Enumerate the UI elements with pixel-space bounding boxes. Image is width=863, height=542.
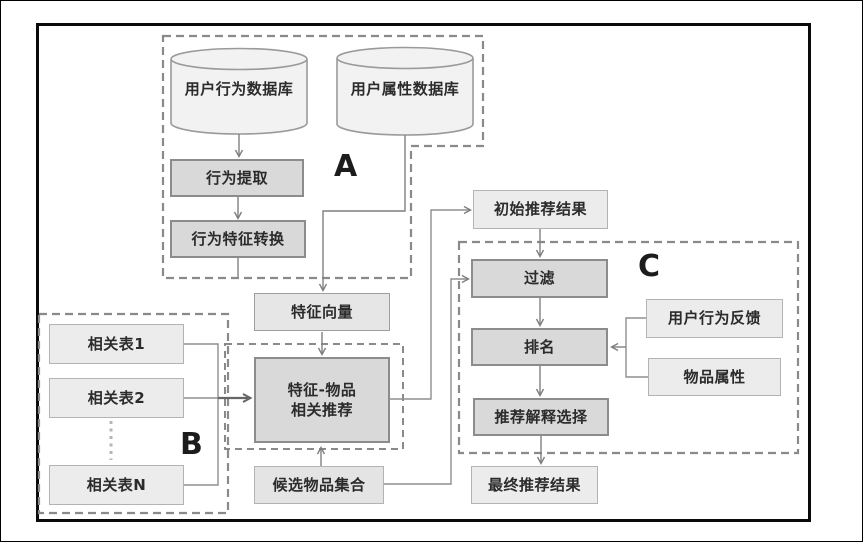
feature-item-rec-line1: 特征-物品 — [287, 380, 357, 399]
user-behavior-db-label: 用户行为数据库 — [184, 79, 294, 98]
explanation-selection-box: 推荐解释选择 — [473, 398, 609, 436]
ranking-box: 排名 — [471, 328, 608, 366]
section-b-outline — [37, 312, 230, 515]
user-attribute-db-label: 用户属性数据库 — [350, 79, 460, 98]
user-behavior-feedback-box: 用户行为反馈 — [646, 299, 783, 338]
feature-vector-box: 特征向量 — [254, 293, 390, 331]
feedback-bracket — [625, 317, 648, 378]
item-attributes-box: 物品属性 — [648, 358, 781, 396]
final-rec-result-box: 最终推荐结果 — [471, 466, 598, 504]
behavior-feature-transform-box: 行为特征转换 — [170, 220, 306, 258]
arrow-featureitemrec-to-initialresult — [390, 205, 472, 400]
related-table-2-box: 相关表2 — [49, 378, 184, 418]
related-table-n-box: 相关表N — [49, 465, 184, 505]
section-a-label: A — [334, 149, 358, 184]
feature-item-rec-outline — [224, 343, 404, 450]
candidate-item-set-box: 候选物品集合 — [254, 466, 384, 504]
arrow-attributedb-to-featurevector — [318, 135, 406, 292]
feature-item-rec-box: 特征-物品 相关推荐 — [254, 357, 390, 443]
related-tables-bus — [184, 343, 219, 486]
feature-item-rec-line2: 相关推荐 — [290, 401, 353, 419]
section-b-label: B — [180, 427, 203, 462]
related-table-1-box: 相关表1 — [49, 324, 184, 364]
filter-box: 过滤 — [471, 259, 608, 298]
section-c-outline — [457, 240, 800, 455]
arrow-candidateset-to-filter — [384, 274, 470, 485]
behavior-extraction-box: 行为提取 — [170, 159, 304, 197]
initial-rec-result-box: 初始推荐结果 — [473, 190, 608, 229]
user-behavior-db-cylinder — [170, 47, 308, 135]
section-c-label: C — [638, 249, 661, 284]
section-a-outline — [161, 34, 485, 280]
